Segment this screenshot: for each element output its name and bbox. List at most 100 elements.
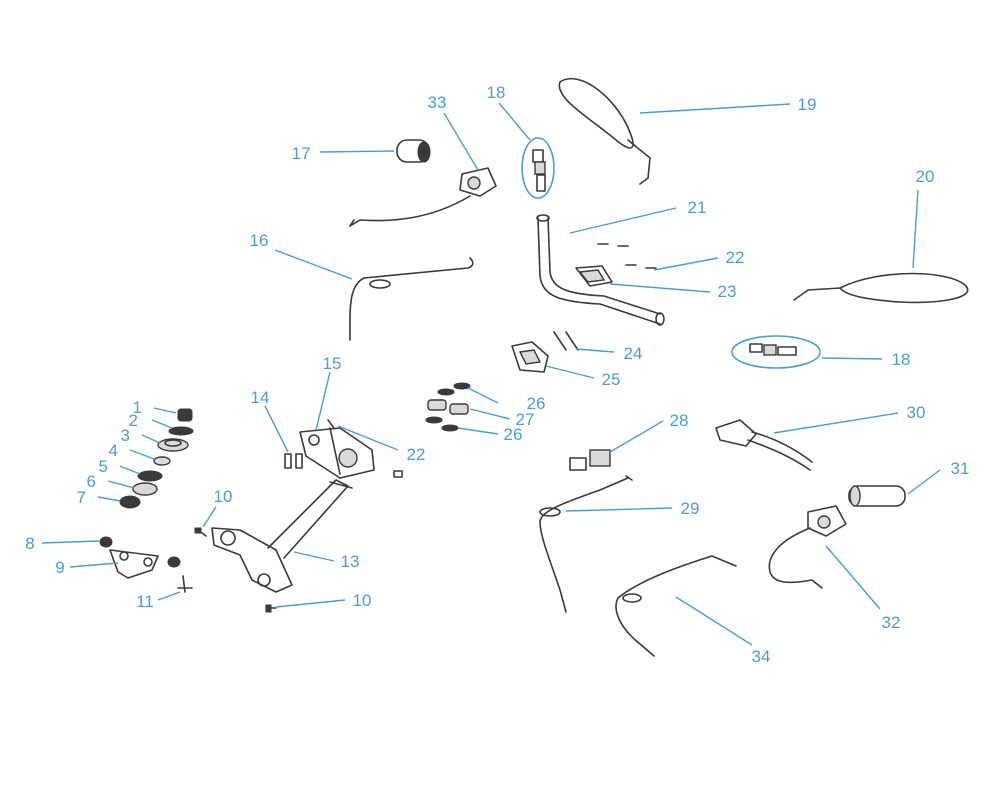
callout-5: 5 — [99, 457, 108, 476]
leader-4 — [129, 449, 155, 460]
callout-26-lower: 26 — [504, 425, 523, 444]
leader-3 — [141, 434, 161, 444]
callout-9: 9 — [55, 558, 64, 577]
part-22-bolts-upper — [597, 243, 657, 269]
part-18-bar-end-right — [749, 343, 797, 356]
leader-21 — [569, 207, 677, 234]
leader-2 — [151, 419, 173, 429]
callout-7: 7 — [77, 488, 86, 507]
part-4-ring — [153, 456, 171, 466]
callout-33: 33 — [428, 93, 447, 112]
leader-29 — [565, 507, 673, 512]
callout-18-upper: 18 — [487, 83, 506, 102]
leader-18b — [821, 357, 883, 360]
part-3-bearing-race — [157, 438, 189, 452]
leader-11 — [157, 591, 181, 601]
part-27-collar — [427, 399, 469, 415]
leader-22b — [337, 425, 399, 451]
callout-13: 13 — [341, 552, 360, 571]
callout-28: 28 — [670, 411, 689, 430]
part-26-rubber-lower — [425, 416, 459, 432]
leader-25 — [545, 365, 595, 379]
callout-30: 30 — [907, 403, 926, 422]
callout-labels: 1 2 3 4 5 6 7 8 9 10 10 11 13 14 15 16 1… — [25, 83, 969, 666]
leader-23 — [609, 283, 711, 293]
leader-10a — [202, 506, 217, 528]
callout-21: 21 — [688, 198, 707, 217]
leader-17 — [319, 150, 395, 153]
part-26-rubber-upper — [437, 382, 471, 396]
leader-31 — [907, 469, 941, 495]
group-rings — [521, 137, 821, 369]
leader-26b — [457, 427, 499, 435]
leader-9 — [69, 562, 119, 568]
callout-1: 1 — [133, 398, 142, 417]
part-19-left-mirror — [558, 77, 651, 185]
callout-31: 31 — [951, 459, 970, 478]
part-9-bracket — [109, 549, 159, 579]
part-6-dust-seal — [132, 482, 158, 496]
callout-4: 4 — [109, 441, 118, 460]
part-17-left-grip — [396, 139, 431, 163]
leader-34 — [675, 596, 753, 646]
leader-28 — [609, 420, 664, 453]
callout-34: 34 — [752, 647, 771, 666]
part-25-holder — [511, 341, 549, 373]
leader-16 — [274, 249, 353, 280]
leader-30 — [773, 412, 899, 434]
part-33-left-switch — [349, 167, 497, 227]
part-10-bolt-upper — [194, 527, 207, 537]
leader-1 — [153, 407, 177, 414]
part-31-right-grip — [848, 485, 906, 507]
callout-20: 20 — [916, 167, 935, 186]
callout-18-right: 18 — [892, 350, 911, 369]
callout-11: 11 — [136, 592, 154, 611]
callout-15: 15 — [323, 354, 342, 373]
part-drawings — [99, 77, 969, 657]
callout-10-lower: 10 — [353, 591, 372, 610]
leader-6 — [107, 480, 135, 489]
leader-27 — [469, 408, 511, 420]
leader-26a — [467, 387, 499, 404]
group-ring-18-right — [731, 335, 821, 369]
callout-27: 27 — [516, 410, 535, 429]
leader-19 — [639, 103, 791, 114]
part-2-washer — [168, 426, 194, 436]
part-15-upper-clamp — [299, 427, 375, 479]
leader-14 — [264, 405, 289, 453]
callout-29: 29 — [681, 499, 700, 518]
part-18-bar-end-upper — [532, 149, 546, 192]
part-10-bolt-lower — [265, 604, 277, 613]
group-ring-18-upper — [521, 137, 555, 199]
leader-13 — [293, 551, 335, 562]
callout-2: 2 — [129, 411, 138, 430]
part-24-bolts — [553, 331, 579, 351]
callout-23: 23 — [718, 282, 737, 301]
part-23-handlebar-clamp — [575, 265, 613, 287]
part-22-bolts-lower — [327, 419, 403, 478]
part-30-brake-lever — [715, 419, 813, 471]
leader-33 — [443, 112, 479, 171]
callout-8: 8 — [25, 534, 34, 553]
part-11-bolt — [177, 575, 193, 593]
part-32-right-switch — [768, 505, 847, 589]
leader-10b — [275, 599, 346, 608]
part-13-steering-stem — [211, 479, 353, 593]
leader-7 — [97, 496, 121, 502]
part-14-studs — [284, 453, 303, 469]
leader-18a — [498, 102, 531, 141]
callout-22-upper: 22 — [726, 248, 745, 267]
callout-25: 25 — [602, 370, 621, 389]
leader-8 — [41, 540, 100, 544]
callout-19: 19 — [798, 95, 817, 114]
leader-20 — [912, 189, 919, 269]
part-5-bearing — [137, 470, 163, 482]
callout-3: 3 — [121, 426, 130, 445]
callout-17: 17 — [292, 144, 311, 163]
part-34-brake-hose — [615, 555, 737, 657]
callout-22-lower: 22 — [407, 445, 426, 464]
callout-10-upper: 10 — [214, 487, 233, 506]
leader-32 — [825, 545, 881, 610]
part-21-handlebar — [536, 214, 665, 326]
